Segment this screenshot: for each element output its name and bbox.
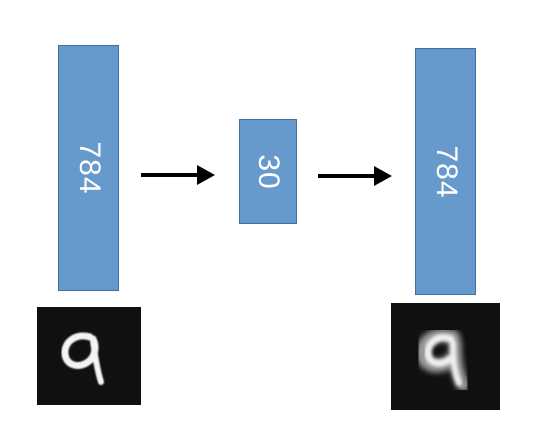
right-arrow-icon bbox=[141, 165, 215, 185]
output-layer-box: 784 bbox=[415, 48, 476, 295]
output-layer-label: 784 bbox=[429, 144, 463, 199]
input-digit-image bbox=[37, 307, 141, 405]
input-layer-label: 784 bbox=[72, 141, 106, 195]
code-layer-box: 30 bbox=[239, 119, 297, 224]
right-arrow-icon bbox=[318, 166, 392, 186]
code-layer-label: 30 bbox=[252, 153, 285, 190]
input-layer-box: 784 bbox=[58, 45, 119, 291]
reconstructed-digit-image bbox=[391, 303, 500, 410]
reconstructed-nine-icon bbox=[415, 328, 470, 392]
handwritten-nine-icon bbox=[61, 332, 104, 385]
